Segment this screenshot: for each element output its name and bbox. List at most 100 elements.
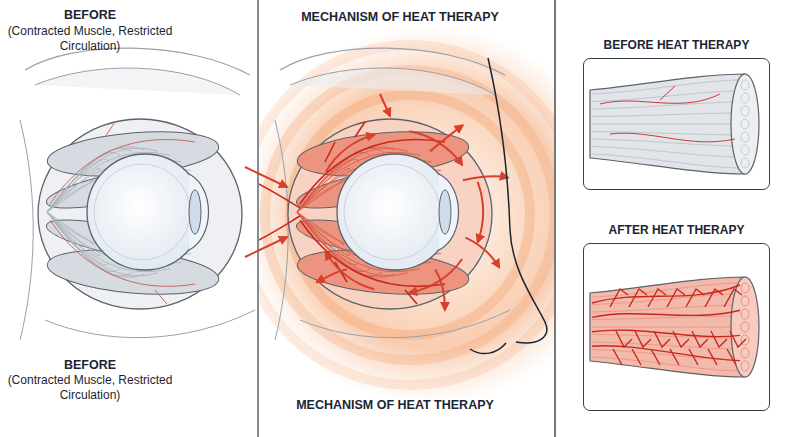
illustration-path [610,289,628,307]
illustration-circle [259,25,554,405]
illustration-ellipse [741,309,749,319]
illustration-g [590,74,759,174]
illustration-path [670,349,679,365]
illustration-circle [344,164,440,260]
illustration-path [478,182,483,242]
illustration-path [629,289,647,307]
panel-heading: AFTER HEAT THERAPY [574,223,779,237]
illustration-path [635,331,651,347]
panel-subtitle: (Contracted Muscle, Restricted Circulati… [8,373,173,403]
illustration-path [686,289,704,307]
illustration-ellipse [741,361,749,371]
illustration-path [692,331,708,347]
illustration-path [610,133,735,142]
illustration-path [592,91,742,102]
illustration-path [380,94,390,116]
illustration-path [592,113,742,117]
illustration-path [463,176,508,180]
illustration-path [654,331,670,347]
illustration-ellipse [38,119,242,309]
panel-subtitle: (Contracted Muscle, Restricted Circulati… [8,24,173,54]
illustration-path [155,290,167,304]
illustration-path [45,310,255,338]
illustration-path [592,139,742,146]
illustration-path [689,349,698,365]
illustration-g [259,25,554,405]
illustration-ellipse [731,74,759,174]
illustration-ellipse [741,348,749,358]
illustration-line [257,0,258,437]
illustration-path [705,289,723,307]
illustration-path [409,259,462,293]
illustration-path [648,289,666,307]
illustration-path [708,349,717,365]
illustration-path [590,277,745,377]
panel-heading: BEFORE [10,8,170,23]
illustration-ellipse [731,277,759,377]
illustration-ellipse [189,190,201,234]
illustration-path [660,86,675,100]
illustration-path [616,331,632,347]
illustration-path [667,289,685,307]
illustration-path [430,125,463,151]
illustration-path [711,331,727,347]
illustration-line [554,0,555,437]
illustration-g [590,277,759,377]
illustration-path [317,269,347,282]
illustration-path [592,154,742,168]
illustration-ellipse [741,93,749,103]
illustration-circle [337,154,453,270]
illustration-circle [259,45,554,385]
illustration-path [355,122,365,137]
illustration-ellipse [288,119,492,309]
illustration-path [35,68,240,95]
illustration-path [290,68,495,95]
illustration-path [727,349,736,365]
illustration-path [470,58,547,354]
illustration-path [592,327,742,328]
illustration-ellipse [741,322,749,332]
panel-heading: MECHANISM OF HEAT THERAPY [255,398,535,413]
illustration-path [105,122,115,137]
illustration-path [20,120,33,340]
illustration-path [465,238,499,268]
illustration-ellipse [741,296,749,306]
illustration-path [326,135,375,172]
illustration-path [326,252,375,289]
illustration-path [590,74,745,174]
illustration-path [435,269,445,310]
illustration-path [613,349,622,365]
illustration-g [20,48,255,340]
illustration-path [592,316,742,320]
illustration-ellipse [741,283,749,293]
panel-heading: BEFORE HEAT THERAPY [574,38,779,52]
illustration-path [409,131,462,165]
illustration-circle [87,154,203,270]
illustration-path [592,330,740,337]
illustration-path [245,237,287,257]
illustration-path [245,167,287,187]
illustration-path [592,346,740,361]
panel-heading: BEFORE [10,358,170,373]
illustration-ellipse [741,106,749,116]
illustration-ellipse [741,158,749,168]
illustration-path [592,124,742,125]
illustration-path [592,310,740,317]
illustration-path [439,174,459,250]
illustration-ellipse [741,132,749,142]
illustration-circle [94,164,190,260]
illustration-g [259,48,510,340]
illustration-circle [265,70,554,360]
illustration-path [632,349,641,365]
illustration-ellipse [439,190,451,234]
image-panel: BEFORE HEAT THERAPY [583,58,770,190]
illustration-path [189,174,209,250]
illustration-path [259,216,300,242]
illustration-path [673,331,689,347]
illustration-path [600,94,720,104]
image-panel: AFTER HEAT THERAPY [583,243,770,411]
illustration-ellipse [741,80,749,90]
